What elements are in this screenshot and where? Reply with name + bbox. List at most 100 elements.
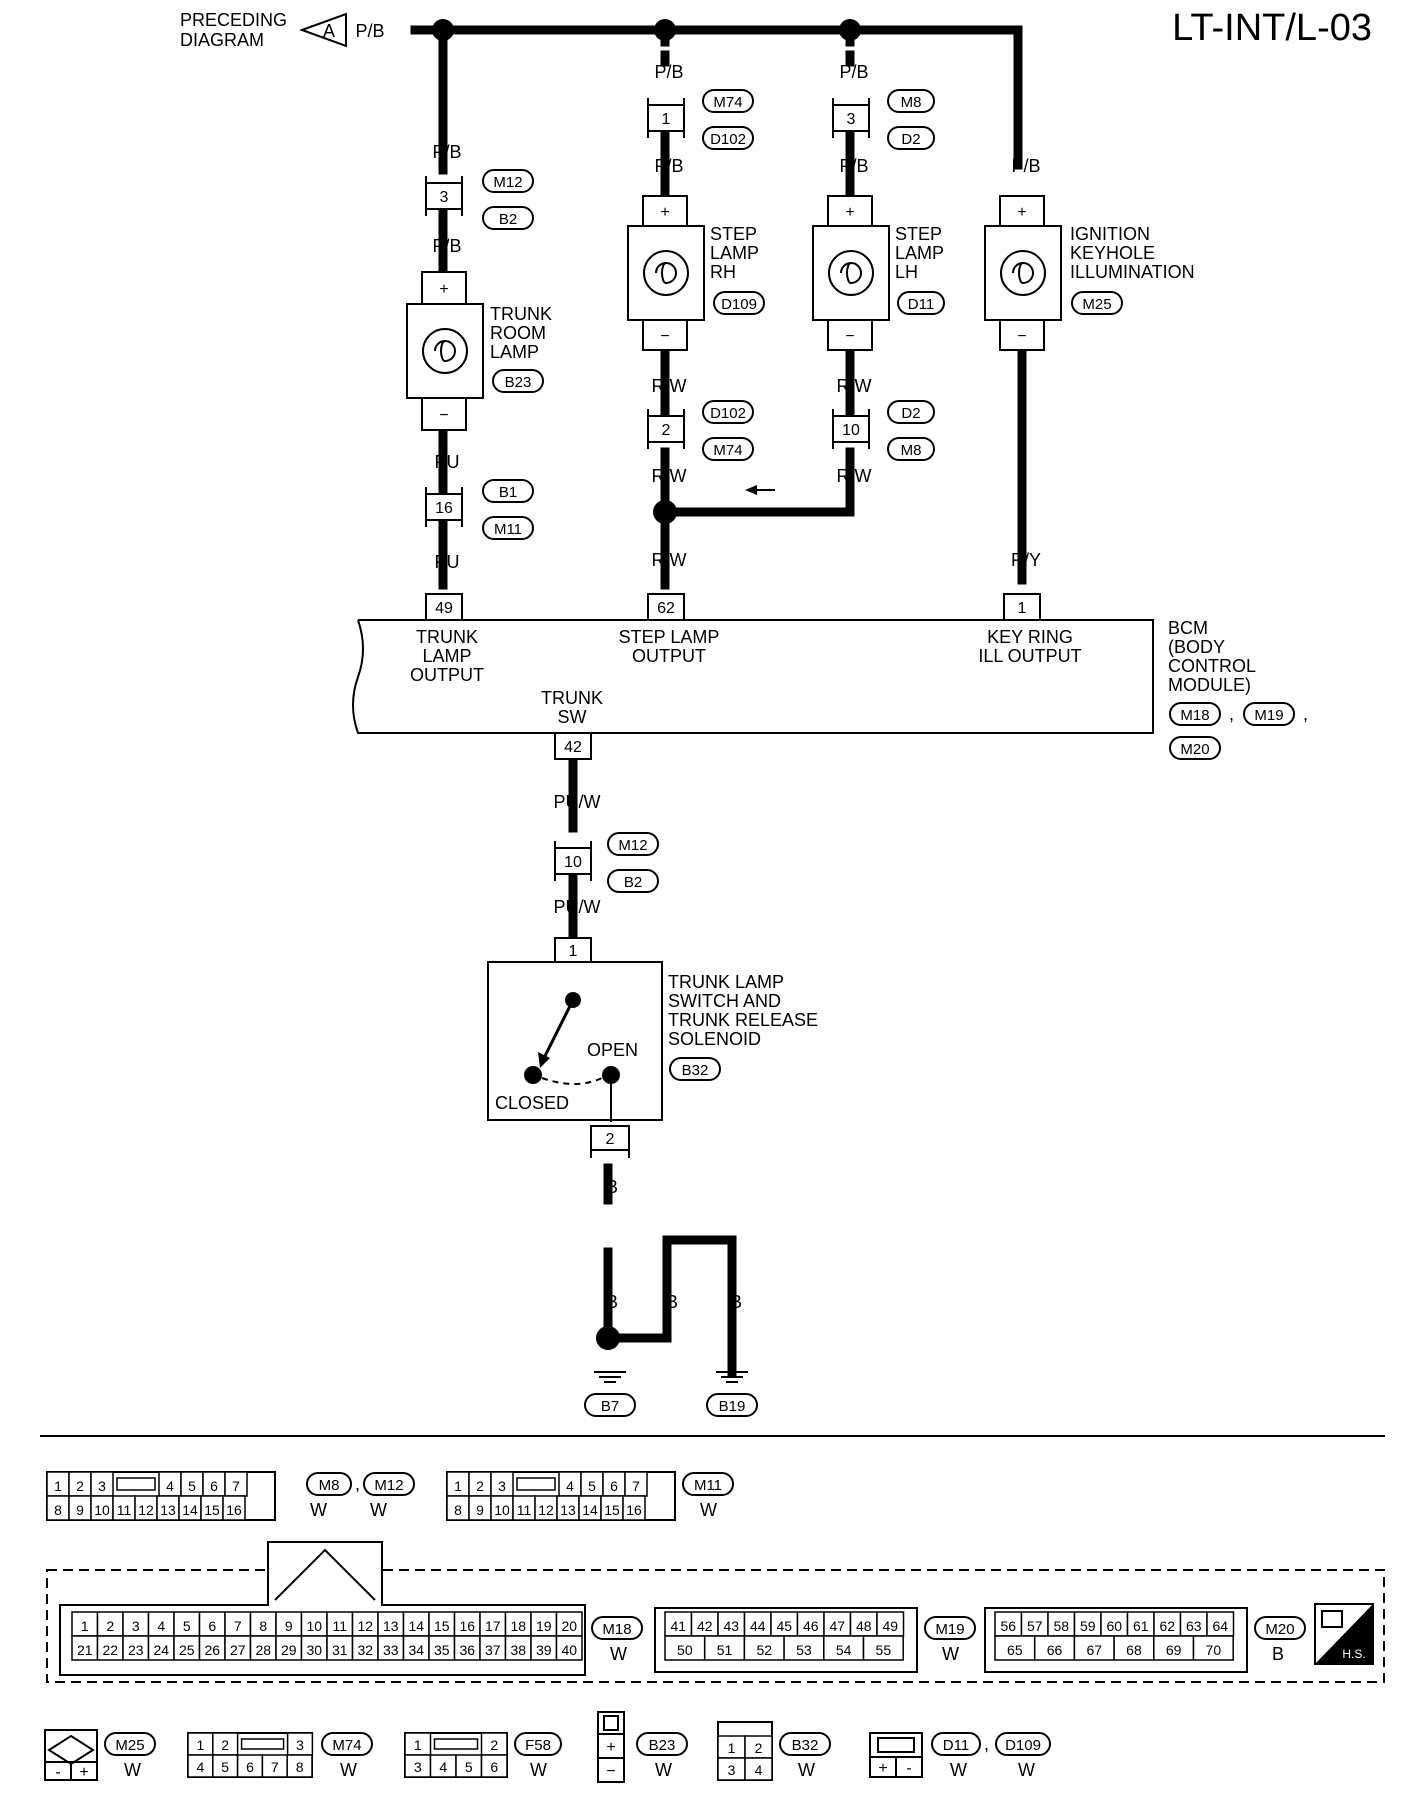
connector-pin-cell (480, 1754, 508, 1778)
bcm-pin-49: 49 TRUNK LAMP OUTPUT (410, 593, 484, 685)
preceding-label-1: PRECEDING (180, 10, 287, 30)
svg-text:49: 49 (435, 600, 453, 617)
svg-text:SOLENOID: SOLENOID (668, 1029, 761, 1049)
connector-pin-label: 5 (188, 1478, 196, 1494)
svg-text:STEP LAMP: STEP LAMP (619, 627, 720, 647)
svg-text:B32: B32 (792, 1737, 819, 1754)
connector-pin-cell (479, 1635, 507, 1661)
bcm-pin-62: 62 STEP LAMP OUTPUT (619, 593, 720, 666)
svg-text:10: 10 (842, 422, 860, 439)
connector-pin-label: 2 (76, 1478, 84, 1494)
connector-pin-cell (351, 1611, 379, 1637)
inline-connector-m12-b2-10[interactable]: 10 M12 B2 (554, 832, 659, 893)
inline-connector-m8-d2-3[interactable]: 3 M8 D2 (832, 89, 935, 150)
connector-view-b23[interactable]: + − B23 W (597, 1711, 688, 1783)
svg-text:LAMP: LAMP (895, 243, 944, 263)
svg-text:P/B: P/B (654, 156, 683, 176)
inline-connector-d2-m8-10[interactable]: 10 D2 M8 (832, 400, 935, 461)
connector-pin-cell (249, 1635, 277, 1661)
preceding-diagram-marker[interactable]: PRECEDING DIAGRAM A P/B (180, 10, 385, 50)
svg-text:M74: M74 (713, 94, 742, 111)
connector-pin-label: 1 (414, 1737, 422, 1753)
connector-pin-label: 46 (803, 1618, 819, 1634)
connector-pin-cell (173, 1635, 201, 1661)
inline-connector-d102-m74-2[interactable]: 2 D102 M74 (647, 400, 754, 461)
switch-arrow-icon (538, 1052, 550, 1068)
preceding-letter: A (323, 21, 335, 41)
connector-pin-label: 15 (434, 1618, 450, 1634)
connector-pin-label: 13 (560, 1502, 576, 1518)
connector-pin-cell (504, 1611, 532, 1637)
connector-pin-label: 45 (776, 1618, 792, 1634)
connector-pin-label: 30 (306, 1642, 322, 1658)
svg-text:M12: M12 (618, 837, 647, 854)
ground-b19[interactable]: B19 (706, 1371, 758, 1417)
inline-connector-b1-m11-16[interactable]: 16 B1 M11 (425, 479, 534, 540)
ground-b7[interactable]: B7 (584, 1371, 636, 1417)
svg-text:CONTROL: CONTROL (1168, 656, 1256, 676)
step-lamp-rh[interactable]: + − STEP LAMP RH D109 (627, 195, 765, 351)
svg-text:−: − (660, 328, 669, 345)
svg-text:TRUNK LAMP: TRUNK LAMP (668, 972, 784, 992)
bcm-module[interactable]: 49 TRUNK LAMP OUTPUT 62 STEP LAMP OUTPUT… (352, 593, 1308, 760)
inline-connector-m74-d102-1[interactable]: 1 M74 D102 (647, 89, 754, 150)
connector-pin-label: 36 (459, 1642, 475, 1658)
connector-pin-cell (743, 1635, 785, 1661)
connector-pin-label: 44 (750, 1618, 766, 1634)
connector-pin-label: 10 (94, 1502, 110, 1518)
connector-pin-label: 52 (756, 1642, 772, 1658)
connector-pin-cell (796, 1611, 825, 1637)
connector-pin-label: 12 (538, 1502, 554, 1518)
connector-pin-label: 61 (1133, 1618, 1149, 1634)
lamp-bulb-icon (1000, 250, 1046, 296)
connector-pin-label: 21 (77, 1642, 93, 1658)
connector-pin-label: 8 (296, 1759, 304, 1775)
svg-text:+: + (878, 1760, 887, 1777)
connector-pin-label: 67 (1086, 1642, 1102, 1658)
svg-text:P/B: P/B (432, 236, 461, 256)
connector-pin-label: 4 (157, 1618, 165, 1634)
connector-pin-cell (96, 1635, 124, 1661)
inline-connector-m12-b2-3[interactable]: 3 M12 B2 (425, 169, 534, 230)
svg-text:M74: M74 (332, 1737, 361, 1754)
connector-pin-label: 16 (459, 1618, 475, 1634)
svg-text:W: W (124, 1760, 141, 1780)
connector-key (116, 1477, 156, 1491)
preceding-arrow-icon (299, 12, 347, 48)
ignition-keyhole-illumination[interactable]: + − IGNITION KEYHOLE ILLUMINATION M25 (984, 195, 1195, 351)
svg-text:W: W (798, 1760, 815, 1780)
svg-text:W: W (310, 1500, 327, 1520)
svg-text:SWITCH AND: SWITCH AND (668, 991, 781, 1011)
connector-pin-label: 14 (582, 1502, 598, 1518)
connector-pin-label: 1 (454, 1478, 462, 1494)
connector-pin-label: 50 (677, 1642, 693, 1658)
connector-pin-label: 6 (208, 1618, 216, 1634)
connector-pin-label: 13 (383, 1618, 399, 1634)
connector-view-d11-d109[interactable]: + - D11 , D109 W W (869, 1732, 1051, 1780)
svg-text:D11: D11 (908, 296, 934, 313)
svg-text:1: 1 (1018, 600, 1027, 617)
connector-pin-cell (1100, 1611, 1129, 1637)
connector-pin-label: 1 (54, 1478, 62, 1494)
svg-text:B2: B2 (499, 211, 517, 228)
svg-text:TRUNK RELEASE: TRUNK RELEASE (668, 1010, 818, 1030)
trunk-room-lamp[interactable]: + − TRUNK ROOM LAMP B23 (406, 271, 552, 431)
trunk-lamp-switch[interactable]: 1 OPEN CLOSED 2 TRUNK LAMP SWITCH AND TR… (487, 937, 818, 1158)
step-lamp-lh[interactable]: + − STEP LAMP LH D11 (812, 195, 945, 351)
connector-pin-label: 25 (179, 1642, 195, 1658)
bcm-pin-42: 42 TRUNK SW (541, 688, 603, 760)
ground-icon (593, 1371, 627, 1383)
svg-text:3: 3 (847, 111, 856, 128)
connector-view-m25[interactable]: - + M25 W (44, 1729, 156, 1781)
connector-pin-cell (300, 1635, 328, 1661)
connector-pin-label: 54 (836, 1642, 852, 1658)
